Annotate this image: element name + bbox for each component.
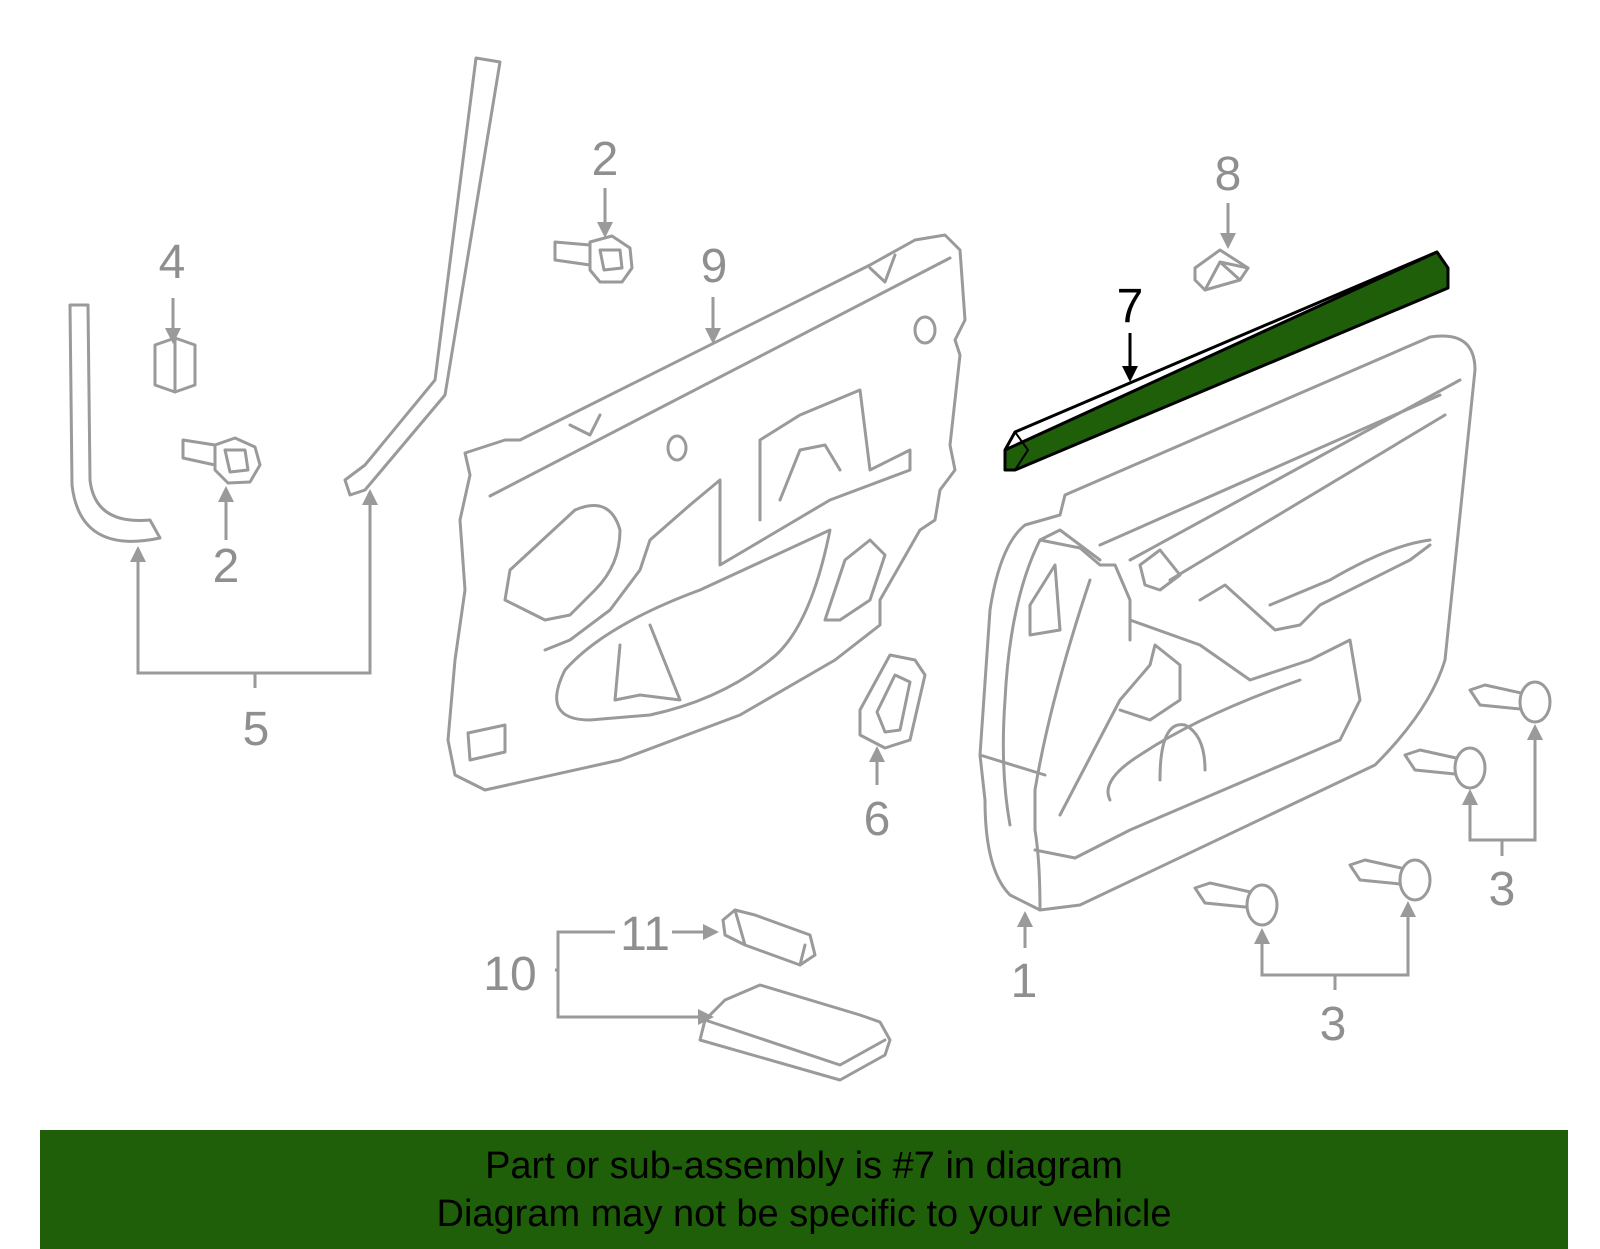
part-5-weatherstrip xyxy=(68,56,502,543)
part-4-clip xyxy=(153,336,197,394)
callout-5: 5 xyxy=(243,703,270,756)
parts-diagram: 2 4 2 5 9 8 7 6 1 3 3 10 11 xyxy=(68,56,1552,1082)
part-2-bolt-left xyxy=(181,436,262,485)
callout-11: 11 xyxy=(620,908,670,961)
screw-3 xyxy=(1348,858,1432,902)
info-banner: Part or sub-assembly is #7 in diagram Di… xyxy=(40,1130,1568,1249)
part-11-socket xyxy=(721,908,817,967)
callout-10: 10 xyxy=(483,948,536,1001)
callout-3-right: 3 xyxy=(1489,863,1516,916)
part-1-trim-panel xyxy=(978,334,1477,912)
callout-2-top: 2 xyxy=(592,133,619,186)
callout-3-bottom: 3 xyxy=(1320,998,1347,1051)
part-8-clip xyxy=(1193,248,1250,292)
leader-lines xyxy=(130,188,1543,1025)
part-6-bezel xyxy=(858,653,927,750)
callout-labels: 2 4 2 5 9 8 7 6 1 3 3 10 11 xyxy=(159,133,1516,1051)
callout-8: 8 xyxy=(1215,148,1242,201)
callout-4: 4 xyxy=(159,236,186,289)
callout-1: 1 xyxy=(1011,955,1038,1008)
banner-line-1: Part or sub-assembly is #7 in diagram xyxy=(485,1145,1123,1187)
callout-6: 6 xyxy=(864,793,891,846)
part-7-garnish-highlighted xyxy=(1003,250,1450,472)
callout-7: 7 xyxy=(1117,280,1144,333)
part-2-bolt-top xyxy=(553,234,634,284)
part-10-lamp xyxy=(698,983,892,1082)
banner-line-2: Diagram may not be specific to your vehi… xyxy=(436,1193,1172,1235)
callout-2-left: 2 xyxy=(213,540,240,593)
screw-4 xyxy=(1193,881,1279,927)
screw-2 xyxy=(1403,746,1487,790)
part-3-screws xyxy=(1193,680,1552,927)
screw-1 xyxy=(1468,680,1552,724)
callout-9: 9 xyxy=(701,240,728,293)
part-9-inner-panel xyxy=(446,233,967,792)
